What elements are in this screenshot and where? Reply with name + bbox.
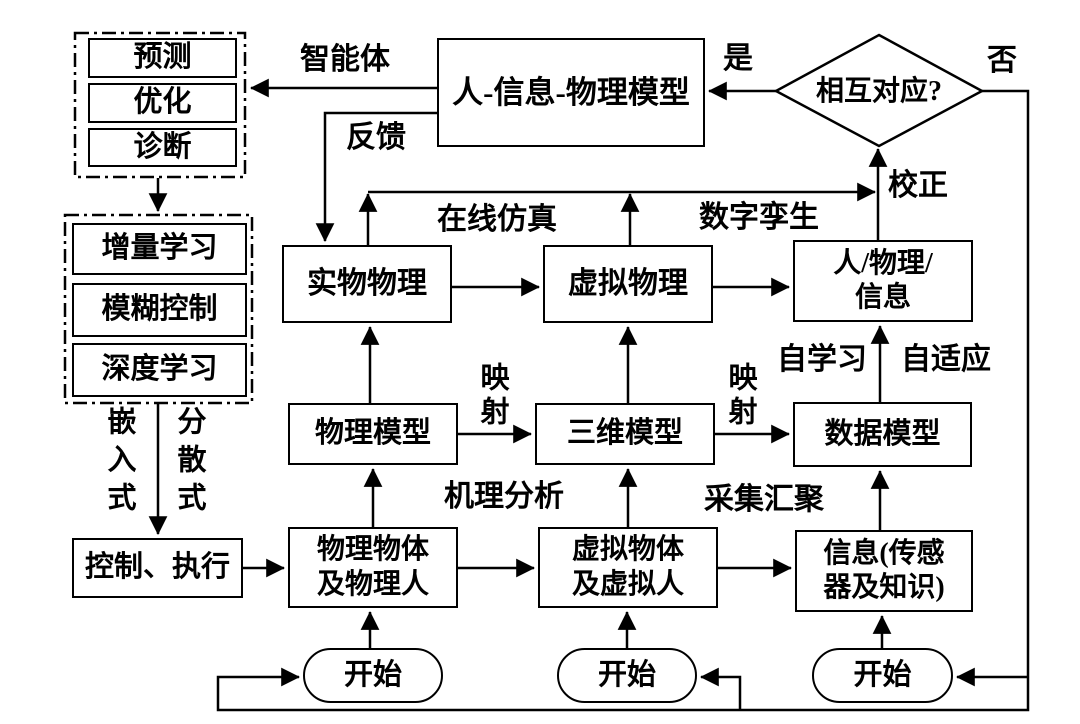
start-node-1: 开始 xyxy=(303,648,443,703)
box-human-physics-info-line2: 信息 xyxy=(854,282,911,313)
edge-label-correction: 校正 xyxy=(888,169,948,202)
edge-label-self-learning: 自学习 xyxy=(777,343,867,376)
edge-label-mechanism-analysis: 机理分析 xyxy=(444,480,564,513)
box-information-line1: 信息(传感 xyxy=(823,537,945,569)
box-optimization: 优化 xyxy=(88,83,237,123)
start-node-2: 开始 xyxy=(557,648,697,703)
edge-no-loop xyxy=(216,89,1030,712)
edge-label-online-simulation: 在线仿真 xyxy=(437,203,557,236)
dashed-group-outline-prediction xyxy=(73,31,247,179)
box-virtual-objects-line1: 虚拟物体 xyxy=(571,534,684,566)
edge-label-no: 否 xyxy=(987,44,1017,77)
edge-feedback xyxy=(315,111,437,242)
box-physical-entity: 实物物理 xyxy=(282,245,452,323)
edge-label-mapping-left: 映射 xyxy=(476,362,508,430)
edge-loop-to-start2 xyxy=(700,667,742,710)
decision-diamond-label: 相互对应? xyxy=(815,75,942,107)
decision-diamond-shape xyxy=(773,33,985,148)
edge-label-feedback: 反馈 xyxy=(346,121,406,154)
box-fuzzy-control: 模糊控制 xyxy=(72,283,247,337)
dashed-group-outline-learning xyxy=(63,213,254,405)
box-3d-model: 三维模型 xyxy=(535,403,715,465)
edge-label-yes: 是 xyxy=(723,42,753,75)
box-virtual-objects-line2: 及虚拟人 xyxy=(571,568,684,600)
box-physical-objects-line1: 物理物体 xyxy=(316,534,429,566)
box-data-model: 数据模型 xyxy=(793,402,972,467)
box-virtual-objects-people: 虚拟物体 及虚拟人 xyxy=(538,527,718,608)
box-diagnosis: 诊断 xyxy=(88,128,237,167)
edge-label-embedded: 嵌入式 xyxy=(103,406,135,520)
start-node-3: 开始 xyxy=(812,648,953,703)
edge-label-collect-aggregate: 采集汇聚 xyxy=(704,483,824,516)
edge-label-distributed: 分散式 xyxy=(173,406,205,520)
edge-label-digital-twin: 数字孪生 xyxy=(699,201,819,234)
box-physical-model: 物理模型 xyxy=(288,403,458,465)
box-virtual-physics: 虚拟物理 xyxy=(543,245,713,323)
box-human-physics-info-line1: 人/物理/ xyxy=(833,247,933,279)
edge-label-self-adaptation: 自适应 xyxy=(901,343,991,376)
box-human-info-physical-model: 人-信息-物理模型 xyxy=(437,38,705,147)
box-physical-objects-people: 物理物体 及物理人 xyxy=(288,527,458,608)
box-deep-learning: 深度学习 xyxy=(72,343,247,397)
box-control-execute: 控制、执行 xyxy=(72,538,243,598)
box-prediction: 预测 xyxy=(88,38,237,78)
box-physical-objects-line2: 及物理人 xyxy=(316,568,429,600)
box-information-line2: 器及知识) xyxy=(823,572,945,603)
edge-label-mapping-right: 映射 xyxy=(724,362,756,430)
box-incremental-learning: 增量学习 xyxy=(72,223,247,275)
edge-label-agent: 智能体 xyxy=(300,43,390,76)
box-human-physics-info: 人/物理/ 信息 xyxy=(793,240,973,322)
box-information-sensors-knowledge: 信息(传感 器及知识) xyxy=(795,530,973,612)
